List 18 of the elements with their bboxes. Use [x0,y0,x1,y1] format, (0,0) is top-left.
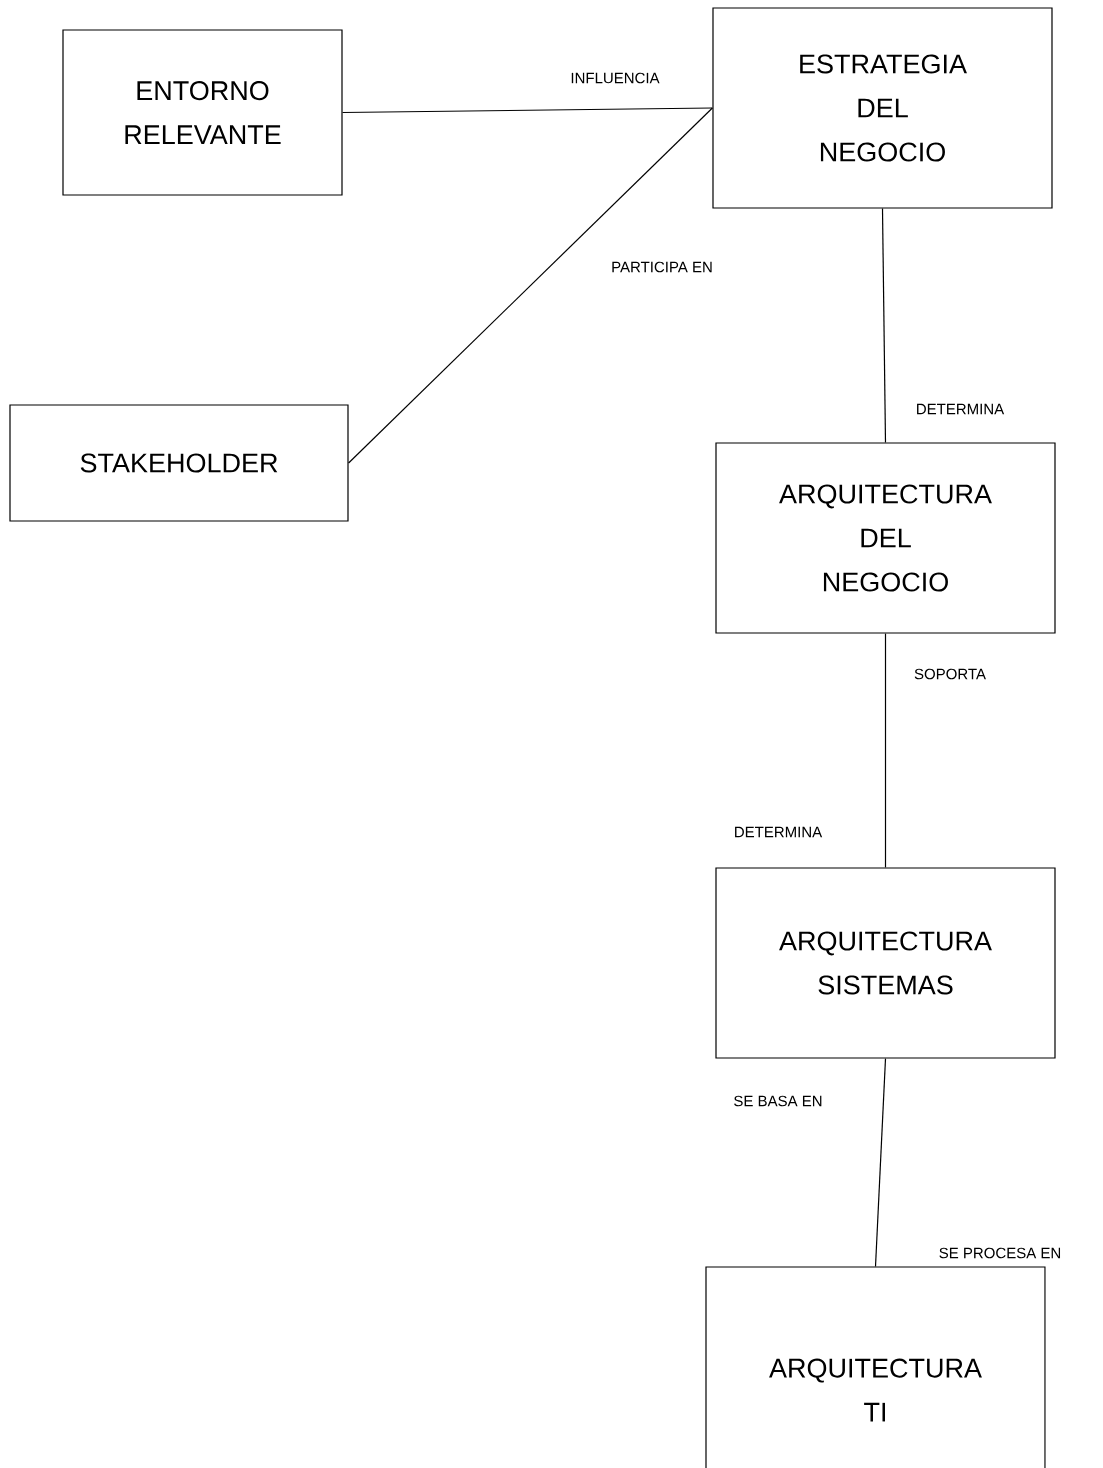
edge-label: INFLUENCIA [569,71,661,85]
concept-box: STAKEHOLDER [9,404,349,522]
edge-label: DETERMINA [914,402,1006,416]
connector-line [348,107,713,464]
concept-box: ARQUITECTURA DEL NEGOCIO [715,442,1056,634]
concept-box: ENTORNO RELEVANTE [62,29,343,196]
edge-label: SE BASA EN [732,1094,824,1108]
concept-box: ARQUITECTURA SISTEMAS [715,867,1056,1059]
concept-box: ARQUITECTURA TI [705,1266,1046,1468]
annotation-label: DETERMINA [732,825,824,839]
annotation-label: SE PROCESA EN [937,1246,1063,1260]
connector-line [874,1058,887,1267]
connector-line [884,633,887,868]
connector-line [881,208,887,443]
edge-label: SOPORTA [913,667,987,681]
connector-line [342,107,713,114]
concept-box: ESTRATEGIA DEL NEGOCIO [712,7,1053,209]
edge-label: PARTICIPA EN [610,260,714,274]
